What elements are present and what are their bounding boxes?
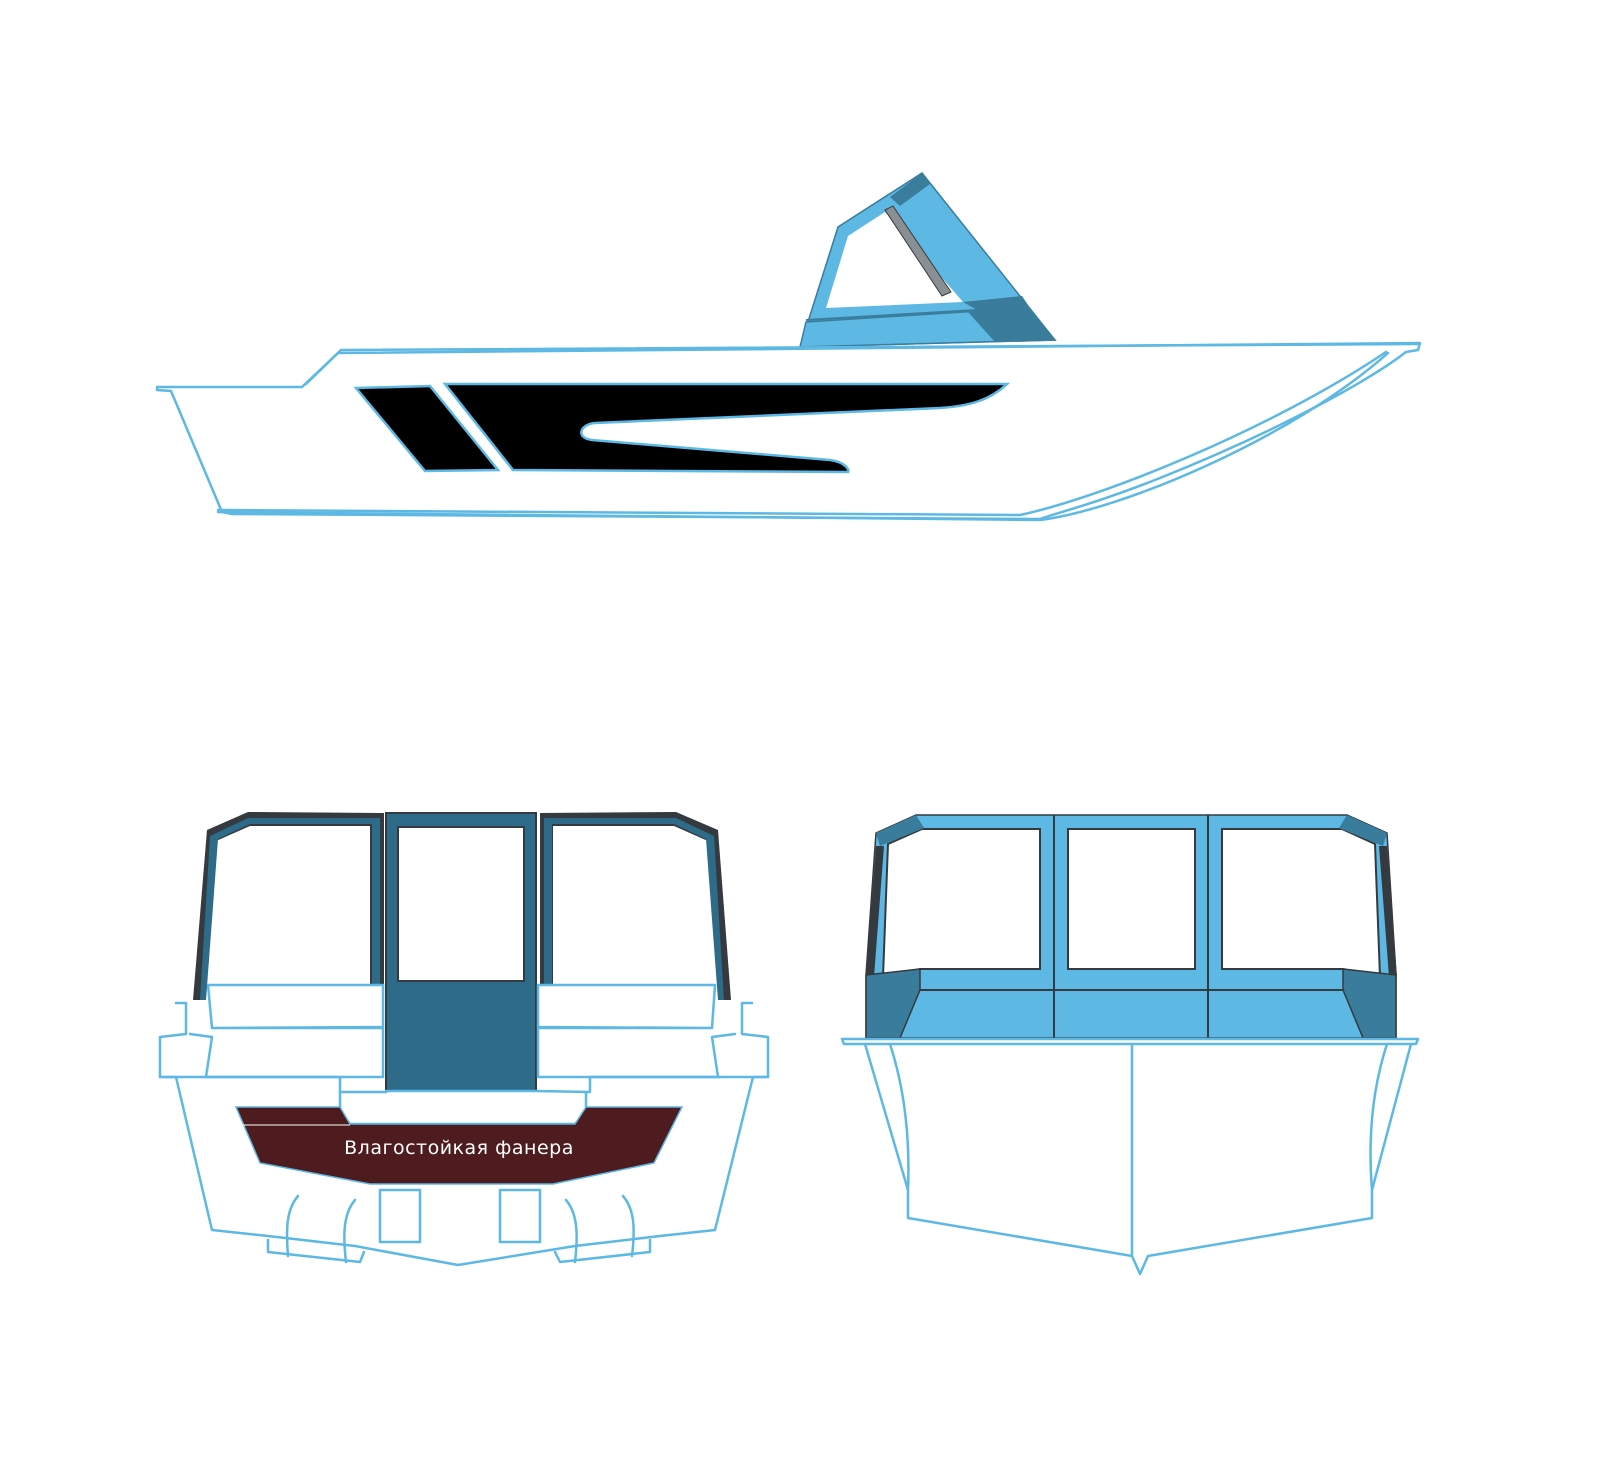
rear-trim-tab-left: [266, 1238, 366, 1264]
side-view: [155, 172, 1422, 522]
rear-cabin-frame-left: [193, 812, 384, 1000]
rear-fin-4: [621, 1194, 635, 1258]
front-console-right-dark: [1342, 968, 1397, 1039]
rear-fin-1: [285, 1194, 300, 1258]
side-windshield-rear-panel: [963, 296, 1030, 310]
front-window-right: [1221, 828, 1382, 979]
side-console-seam: [805, 306, 1029, 321]
front-console-left-dark: [865, 968, 921, 1039]
front-hull-side-left: [888, 1042, 910, 1192]
side-hull-keel-line: [216, 351, 1390, 522]
rear-window-right-frame: [544, 818, 724, 1000]
front-top-strip-right: [1339, 815, 1387, 846]
rear-window-left-frame: [200, 818, 380, 1000]
rear-bench-left: [203, 983, 385, 1079]
front-window-left: [881, 828, 1041, 979]
rear-cabin-frame-right: [540, 812, 731, 1000]
side-stripe-left: [353, 384, 501, 473]
side-hull-chine-line: [216, 350, 1388, 517]
rear-step-box: [338, 1090, 588, 1126]
side-hull-inner-line: [304, 342, 1422, 386]
side-console-dark-wedge: [968, 308, 1055, 342]
rear-view: Влагостойкая фанера: [158, 812, 770, 1267]
rear-bracket-right: [498, 1188, 542, 1244]
rear-plywood-label: Влагостойкая фанера: [344, 1137, 574, 1159]
rear-center-door-window: [397, 826, 525, 982]
front-hull-outline: [863, 1042, 1413, 1276]
side-hull-outline: [155, 341, 1422, 521]
front-window-center: [1067, 828, 1196, 970]
side-windshield-strut: [884, 205, 952, 297]
rear-hull-outline: [158, 1001, 770, 1267]
rear-fin-2: [343, 1198, 357, 1264]
front-top-strip-left: [876, 815, 924, 846]
front-pillar-right: [1379, 846, 1397, 977]
front-hull-side-right: [1369, 1042, 1389, 1192]
rear-bench-right: [536, 983, 722, 1079]
rear-bracket-left: [378, 1188, 422, 1244]
front-pillar-left: [866, 846, 884, 977]
rear-trim-tab-right: [553, 1238, 652, 1264]
side-stripe-main: [442, 382, 1011, 474]
side-windshield-glass: [826, 212, 963, 308]
front-hull-deck-line: [840, 1037, 1420, 1046]
rear-transom-notch: [158, 1075, 770, 1094]
rear-plywood-board: [234, 1106, 684, 1185]
rear-center-door-lower: [388, 985, 534, 1090]
rear-fin-3: [564, 1198, 578, 1264]
rear-hull-inner-frame: [188, 1032, 737, 1079]
front-view: [840, 814, 1420, 1276]
side-windshield-top-strip: [890, 173, 930, 206]
